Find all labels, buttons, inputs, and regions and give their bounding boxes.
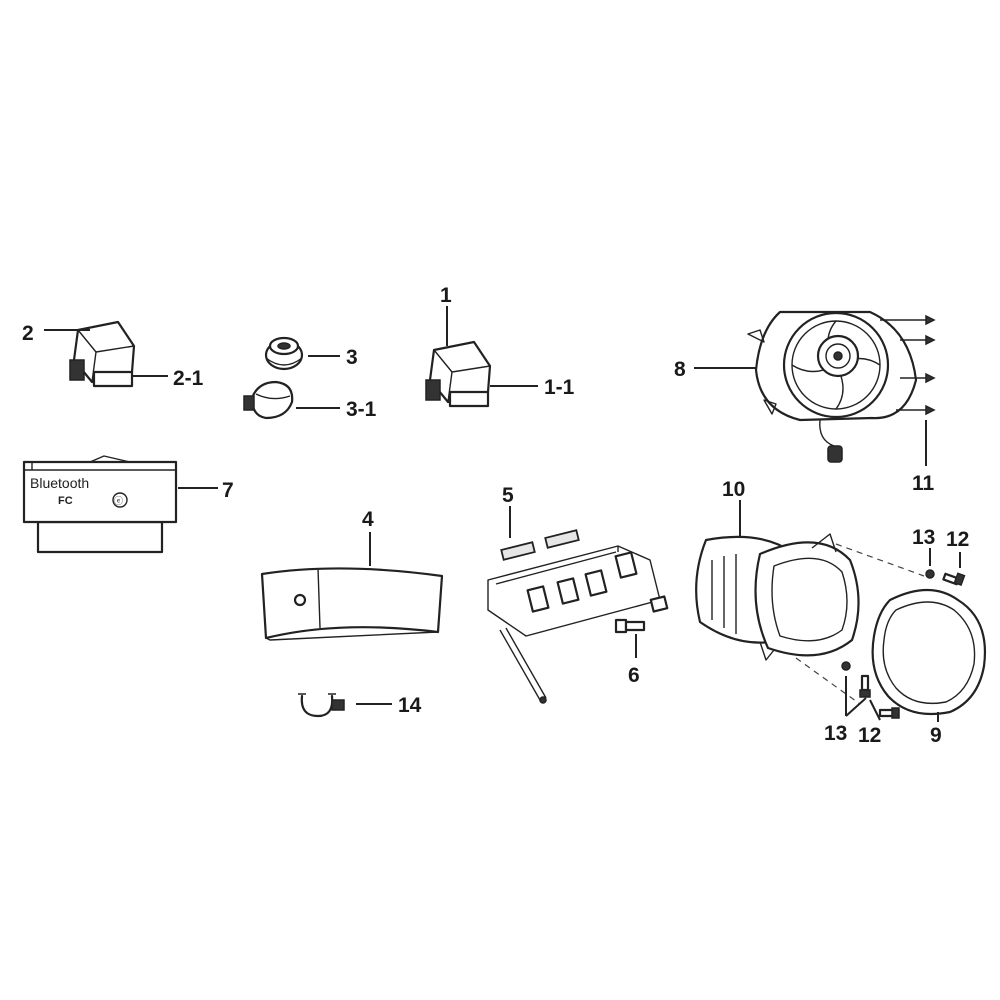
callout-3-1: 3-1: [346, 398, 377, 421]
part-12-bolt-lower: [859, 674, 900, 719]
callout-5: 5: [502, 484, 514, 507]
part-10-fan-shroud: [695, 533, 860, 661]
callout-10: 10: [722, 478, 745, 501]
callout-12-upper: 12: [946, 528, 969, 551]
part-7-bluetooth-module: Bluetooth FC ⓔ: [22, 455, 178, 554]
callout-14: 14: [398, 694, 422, 717]
part-5-bracket: [487, 529, 669, 704]
callout-12-lower: 12: [858, 724, 881, 747]
callout-6: 6: [628, 664, 640, 687]
callout-13-lower: 13: [824, 722, 847, 745]
part-3-grommet: [264, 336, 304, 371]
callout-3: 3: [346, 346, 358, 369]
part-12-bolt-upper: [942, 572, 966, 587]
callout-2: 2: [22, 322, 34, 345]
callout-4: 4: [362, 508, 374, 531]
callout-2-1: 2-1: [173, 367, 204, 390]
assembly-line: [835, 543, 925, 577]
assembly-line: [795, 657, 861, 705]
part-8-cooling-fan: [747, 310, 936, 463]
ce-mark-icon: [112, 492, 128, 508]
callout-9: 9: [930, 724, 942, 747]
part-6-bolt: [614, 618, 646, 634]
fcc-mark: FC: [58, 495, 73, 507]
callout-1-1: 1-1: [544, 376, 575, 399]
part-4-cover: [260, 567, 444, 641]
callout-8: 8: [674, 358, 686, 381]
callout-11: 11: [912, 472, 935, 495]
bluetooth-label: Bluetooth: [30, 475, 89, 491]
part-14-clamp: [298, 693, 345, 718]
part-2-relay: [69, 320, 136, 388]
callout-7: 7: [222, 479, 234, 502]
part-3-1-grommet: [243, 380, 294, 420]
callout-1: 1: [440, 284, 452, 307]
ce-mark: ⓔ: [114, 496, 123, 506]
part-9-gasket-ring: [871, 589, 986, 716]
part-13-nut-lower: [841, 661, 851, 671]
callout-13-upper: 13: [912, 526, 935, 549]
part-1-relay: [425, 340, 492, 408]
part-13-nut-upper: [925, 569, 935, 579]
